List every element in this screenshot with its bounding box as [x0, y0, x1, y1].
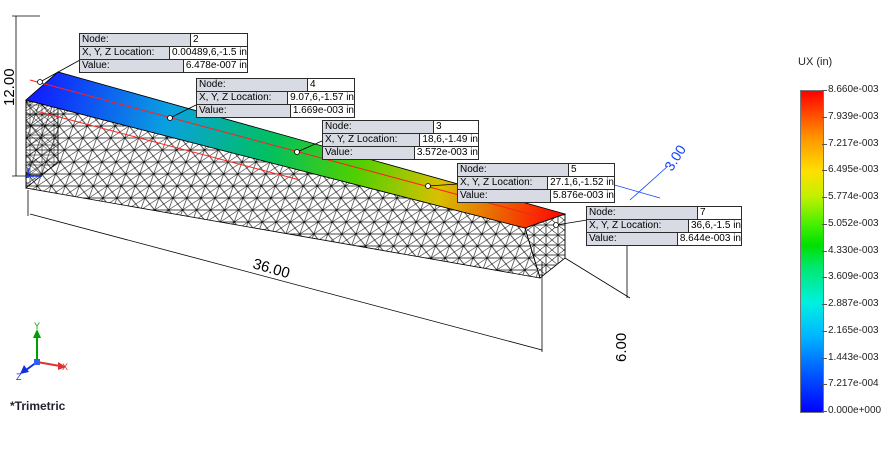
probe-location: 27.1,6,-1.52 in — [550, 177, 614, 188]
legend-tick-label: 4.330e-003 — [828, 244, 879, 256]
legend-tick-mark — [822, 384, 827, 386]
legend-tick-mark — [822, 90, 827, 91]
probe-node-7[interactable]: Node:7 X, Y, Z Location:36,6,-1.5 in Val… — [586, 206, 742, 246]
legend-tick-label: 0.000e+000 — [828, 405, 882, 416]
legend-tick-label: 3.609e-003 — [828, 271, 879, 283]
origin-marker — [26, 168, 42, 178]
probe-node-label: Node: — [587, 207, 698, 219]
legend-tick-mark — [822, 411, 827, 412]
legend-title: UX (in) — [798, 56, 833, 68]
triad-z-label: Z — [16, 372, 22, 382]
dimension-end-height[interactable]: 6.00 — [613, 333, 630, 362]
legend-tick-mark — [822, 357, 827, 359]
dimension-depth[interactable]: 3.00 — [661, 142, 689, 174]
probe-location-label: X, Y, Z Location: — [323, 134, 421, 146]
axis-triad: Y X Z — [16, 321, 68, 382]
legend-tick-label: 2.887e-003 — [828, 298, 879, 309]
probe-location: 36,6,-1.5 in — [690, 220, 741, 231]
probe-value: 3.572e-003 in — [416, 147, 478, 158]
probe-node-4[interactable]: Node:4 X, Y, Z Location:9.07,6,-1.57 in … — [196, 78, 355, 118]
triad-y-label: Y — [34, 321, 40, 331]
probe-location: 9.07,6,-1.57 in — [290, 92, 354, 103]
probe-value-label: Value: — [587, 233, 678, 245]
probe-node-label: Node: — [458, 164, 569, 176]
legend-tick-mark — [822, 304, 827, 305]
legend-tick-mark — [822, 197, 827, 198]
probe-node-label: Node: — [323, 121, 434, 133]
probe-node-id: 4 — [310, 79, 316, 90]
probe-location: 0.00489,6,-1.5 in — [171, 47, 247, 58]
legend-tick-mark — [822, 330, 827, 332]
legend-tick-mark — [822, 116, 827, 118]
probe-value: 1.669e-003 in — [292, 105, 354, 116]
probe-node-id: 7 — [700, 207, 706, 218]
legend-tick-label: 1.443e-003 — [828, 351, 879, 363]
legend-tick-label: 5.774e-003 — [828, 191, 879, 202]
probe-node-label: Node: — [197, 79, 308, 91]
triad-x-label: X — [62, 362, 68, 372]
probe-node-5[interactable]: Node:5 X, Y, Z Location:27.1,6,-1.52 in … — [457, 163, 615, 203]
probe-location-label: X, Y, Z Location: — [80, 47, 170, 59]
probe-node-id: 3 — [436, 121, 442, 132]
probe-node-label: Node: — [80, 34, 191, 46]
probe-value-label: Value: — [197, 105, 291, 117]
probe-location: 18,6,-1.49 in — [422, 134, 478, 145]
legend-tick-mark — [822, 250, 827, 252]
dimension-height[interactable]: 12.00 — [1, 68, 18, 106]
probe-value: 5.876e-003 in — [552, 190, 614, 201]
probe-value-label: Value: — [80, 60, 184, 72]
legend-tick-label: 7.217e-003 — [828, 137, 879, 149]
probe-value-label: Value: — [458, 190, 551, 202]
legend-tick-label: 8.660e-003 — [828, 84, 879, 95]
legend-tick-label: 7.939e-003 — [828, 110, 879, 122]
legend-tick-label: 6.495e-003 — [828, 164, 879, 176]
probe-location-label: X, Y, Z Location: — [458, 177, 549, 189]
legend-tick-mark — [822, 143, 827, 145]
probe-node-3[interactable]: Node:3 X, Y, Z Location:18,6,-1.49 in Va… — [322, 120, 479, 160]
probe-node-2[interactable]: Node:2 X, Y, Z Location:0.00489,6,-1.5 i… — [79, 33, 248, 73]
triad-x-axis — [36, 361, 61, 367]
legend-tick-label: 7.217e-004 — [828, 378, 879, 390]
probe-location-label: X, Y, Z Location: — [197, 92, 289, 104]
legend-tick-label: 5.052e-003 — [828, 217, 879, 229]
legend-tick-mark — [822, 223, 827, 225]
view-orientation-label: *Trimetric — [10, 399, 66, 413]
legend-tick-label: 2.165e-003 — [828, 324, 879, 336]
legend-tick-mark — [822, 170, 827, 172]
probe-node-id: 5 — [571, 164, 577, 175]
probe-value: 6.478e-007 in — [185, 60, 247, 71]
probe-node-id: 2 — [193, 34, 199, 45]
legend-color-bar — [800, 90, 824, 413]
probe-location-label: X, Y, Z Location: — [587, 220, 689, 232]
probe-value-label: Value: — [323, 147, 415, 159]
probe-leaders — [37, 59, 588, 228]
probe-value: 8.644e-003 in — [679, 233, 741, 244]
legend-tick-mark — [822, 277, 827, 279]
reference-red-line-2 — [39, 111, 301, 181]
